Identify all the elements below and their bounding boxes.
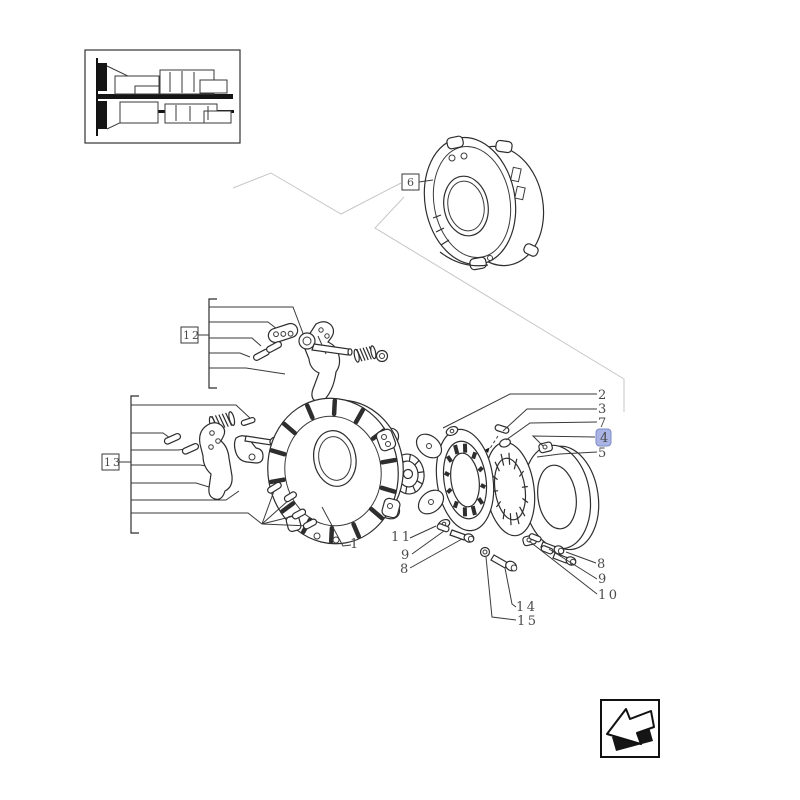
arrowhead xyxy=(484,447,490,453)
eye-bolt xyxy=(298,332,353,356)
coil-spring xyxy=(353,345,377,363)
callout-9a[interactable]: 9 xyxy=(401,548,412,563)
callout-5[interactable]: 5 xyxy=(598,446,609,461)
pressure-plate-lugs xyxy=(522,441,553,547)
back-arrow-button[interactable] xyxy=(600,699,660,758)
callout-6[interactable]: 6 xyxy=(407,176,416,189)
lever-kit-12 xyxy=(198,298,389,404)
driven-plate xyxy=(435,428,495,532)
highlight-chip xyxy=(595,428,612,447)
lever-plate xyxy=(267,322,299,344)
bracket-12 xyxy=(208,298,217,389)
callout-8a[interactable]: 8 xyxy=(400,562,411,577)
lever-kit-13 xyxy=(119,395,283,534)
nut xyxy=(375,349,389,363)
plate-lug xyxy=(499,438,511,448)
clutch-housing xyxy=(267,397,404,545)
callout-13[interactable]: 13 xyxy=(104,456,122,469)
bolt-set-right xyxy=(528,533,577,566)
pin xyxy=(240,416,256,426)
callout-11[interactable]: 11 xyxy=(391,530,413,545)
mounting-pins xyxy=(261,481,318,530)
gearbox-inset-thumbnail xyxy=(84,49,241,144)
callout-8b[interactable]: 8 xyxy=(597,557,608,572)
callout-1[interactable]: 1 xyxy=(350,537,361,552)
callout-9b[interactable]: 9 xyxy=(598,572,609,587)
callout-10[interactable]: 10 xyxy=(598,588,620,603)
group-label-13[interactable]: 13 xyxy=(101,453,122,471)
callout-2[interactable]: 2 xyxy=(598,388,609,403)
pin xyxy=(265,341,283,353)
clutch-lever xyxy=(199,422,233,500)
group-label-6[interactable]: 6 xyxy=(401,173,434,191)
callout-3[interactable]: 3 xyxy=(598,402,609,417)
group-label-12[interactable]: 12 xyxy=(180,326,201,344)
bolt-set-left xyxy=(436,523,475,543)
back-arrow-icon-face xyxy=(606,708,655,745)
callout-15[interactable]: 15 xyxy=(517,614,539,629)
callout-4-highlighted[interactable]: 4 xyxy=(600,431,611,446)
callout-14[interactable]: 14 xyxy=(516,600,538,615)
callout-12[interactable]: 12 xyxy=(183,329,201,342)
pressure-plate-stack xyxy=(522,444,600,551)
numeric-callouts: 1 2 3 7 4 5 11 9 8 14 15 8 9 10 xyxy=(350,388,620,629)
pin-7 xyxy=(484,424,510,453)
clutch-cover-assembly xyxy=(423,135,545,271)
pin xyxy=(163,432,182,445)
faint-leader-lines xyxy=(232,172,625,412)
callout-7[interactable]: 7 xyxy=(598,416,609,431)
pin xyxy=(181,442,200,455)
callout-leaders xyxy=(321,393,598,621)
